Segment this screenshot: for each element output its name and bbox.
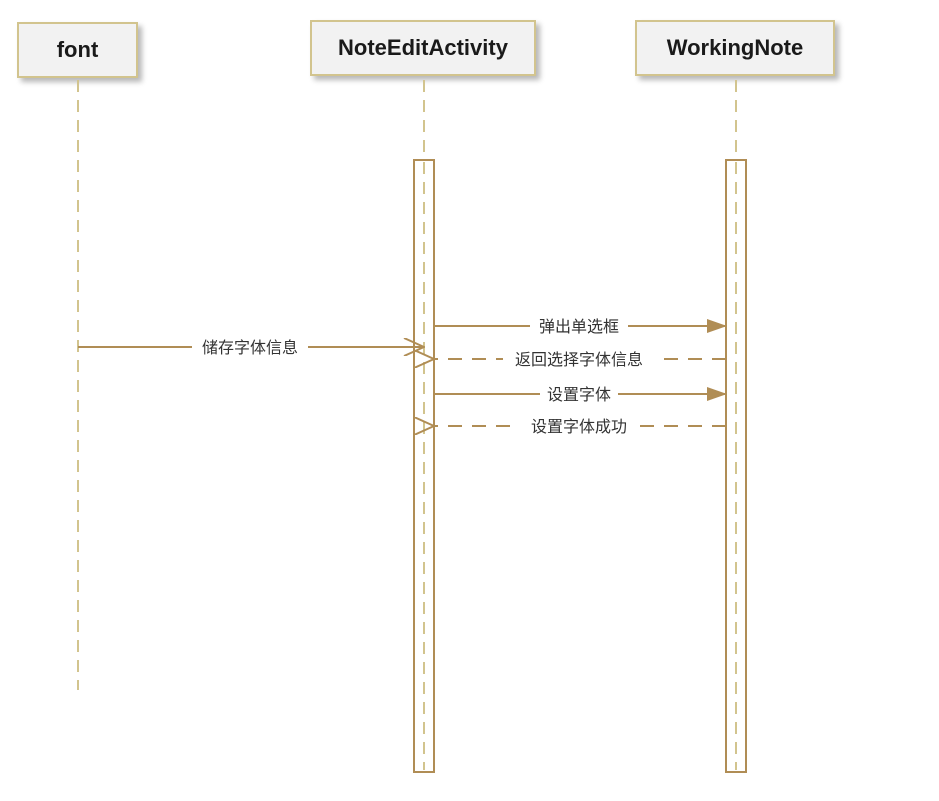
message-return-font-label: 返回选择字体信息 <box>515 350 643 369</box>
message-popup-label: 弹出单选框 <box>539 317 619 336</box>
participant-working-note: WorkingNote <box>635 20 835 76</box>
participant-font: font <box>17 22 138 78</box>
participant-note-edit-activity: NoteEditActivity <box>310 20 536 76</box>
message-store-font-label: 储存字体信息 <box>202 338 298 357</box>
message-set-font-success-label: 设置字体成功 <box>531 417 627 436</box>
participant-note-edit-activity-label: NoteEditActivity <box>338 35 508 60</box>
participant-font-label: font <box>56 37 99 62</box>
participant-working-note-label: WorkingNote <box>666 35 804 60</box>
message-set-font-label: 设置字体 <box>547 385 611 404</box>
